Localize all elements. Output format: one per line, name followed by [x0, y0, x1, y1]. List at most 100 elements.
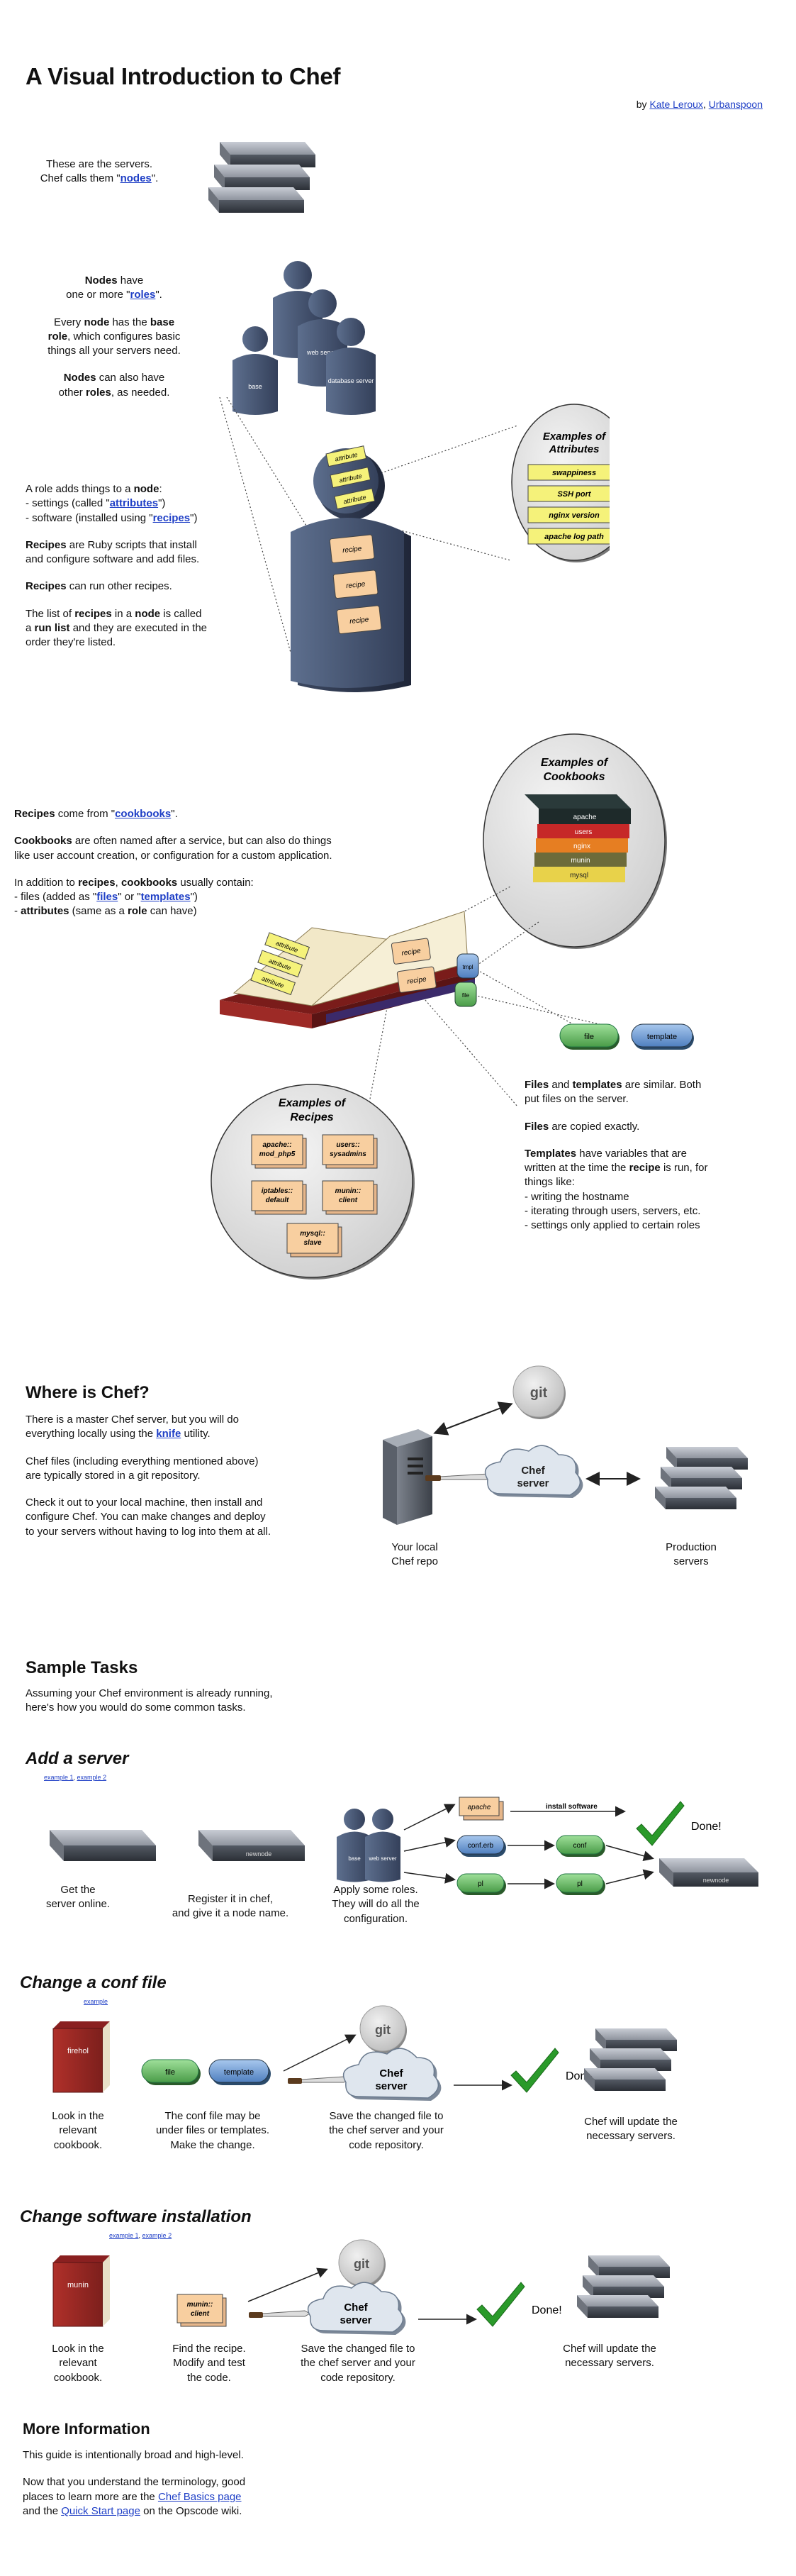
person-figure-icon: base [232, 326, 278, 415]
sample-text: Assuming your Chef environment is alread… [26, 1687, 273, 1714]
quick-start-link[interactable]: Quick Start page [61, 2504, 140, 2517]
sample-title: Sample Tasks [26, 1658, 138, 1677]
svg-text:server: server [517, 1477, 549, 1489]
svg-text:base: base [248, 383, 262, 390]
server-unit [50, 1830, 156, 1861]
book: nginx [536, 838, 628, 853]
roles-text: Nodes have one or more "roles". Every no… [47, 274, 181, 399]
role-figure: attribute attribute attribute recipe rec… [219, 397, 610, 692]
more-title: More Information [23, 2420, 150, 2438]
file-pill: pl [456, 1873, 506, 1895]
server-unit [590, 2048, 671, 2071]
svg-text:Examples of: Examples of [541, 757, 609, 769]
recipe-card: munin::client [322, 1180, 378, 1215]
conf-example-link[interactable]: example [84, 1998, 108, 2005]
cookbooks-text: Recipes come from "cookbooks". Cookbooks… [14, 808, 332, 918]
svg-text:server: server [340, 2314, 371, 2326]
add-server-title: Add a server [26, 1749, 129, 1768]
svg-text:newnode: newnode [246, 1850, 272, 1858]
svg-text:recipe: recipe [346, 580, 366, 590]
recipe-card: iptables::default [251, 1180, 307, 1215]
attribute-tag: SSH port [527, 485, 610, 502]
conf-diagram: firehol file template git Chef server Do… [52, 2005, 677, 2101]
svg-text:git: git [530, 1385, 548, 1401]
svg-text:pl: pl [478, 1880, 483, 1888]
svg-text:file: file [584, 1033, 594, 1041]
conf-examples: example [84, 1997, 108, 2006]
attribute-tag: attribute [257, 950, 303, 978]
author-link[interactable]: Kate Leroux [649, 99, 703, 110]
example-1-link[interactable]: example 1 [44, 1774, 74, 1781]
attribute-tag: attribute [264, 932, 310, 960]
attribute-tag: attribute [325, 445, 367, 467]
svg-text:Chef: Chef [521, 1465, 545, 1477]
install-example-1-link[interactable]: example 1 [109, 2232, 139, 2239]
recipe-card-label: iptables:: [262, 1187, 293, 1195]
recipe-card: recipe [332, 570, 379, 599]
server-unit [220, 142, 315, 167]
install-examples: example 1, example 2 [109, 2232, 172, 2239]
file-tab: file [454, 982, 477, 1007]
files-link[interactable]: files [96, 891, 118, 903]
tower-server-icon [383, 1429, 432, 1525]
recipes-link[interactable]: recipes [152, 511, 191, 524]
server-stack-icon [655, 1447, 748, 1509]
git-icon: git [338, 2239, 386, 2287]
template-pill: conf.erb [456, 1835, 506, 1857]
example-2-link[interactable]: example 2 [77, 1774, 107, 1781]
templates-link[interactable]: templates [140, 891, 191, 903]
svg-text:swappiness: swappiness [552, 469, 596, 477]
svg-text:file: file [462, 992, 470, 999]
svg-text:install software: install software [546, 1803, 598, 1811]
recipe-card-label: sysadmins [330, 1150, 366, 1158]
git-icon: git [359, 2005, 407, 2053]
svg-text:recipe: recipe [342, 545, 363, 555]
git-icon: git [512, 1365, 566, 1419]
svg-text:Chef: Chef [379, 2067, 403, 2080]
svg-text:server: server [375, 2080, 407, 2092]
knife-link[interactable]: knife [156, 1428, 181, 1440]
attributes-link[interactable]: attributes [109, 497, 159, 510]
where-text: There is a master Chef server, but you w… [26, 1414, 271, 1538]
server-unit [583, 2275, 664, 2298]
checkmark-icon [476, 2282, 525, 2327]
file-pill: pl [556, 1873, 605, 1895]
company-link[interactable]: Urbanspoon [708, 99, 763, 110]
roles-link[interactable]: roles [130, 289, 156, 301]
install-example-2-link[interactable]: example 2 [142, 2232, 172, 2239]
svg-text:database server: database server [328, 377, 374, 384]
where-title: Where is Chef? [26, 1383, 150, 1402]
knife-icon [288, 2076, 350, 2084]
svg-text:git: git [375, 2023, 391, 2037]
svg-text:recipe: recipe [401, 947, 422, 957]
recipe-cards: recipe recipe recipe [329, 534, 382, 635]
svg-text:apache: apache [468, 1804, 491, 1811]
recipe-card-label: mod_php5 [259, 1150, 296, 1158]
server-unit [655, 1487, 736, 1509]
add-server-examples: example 1, example 2 [44, 1774, 107, 1781]
svg-text:users: users [575, 828, 592, 836]
recipe-card: recipe [391, 938, 431, 965]
svg-text:tmpl: tmpl [462, 964, 473, 970]
book: mysql [533, 867, 625, 882]
chef-basics-link[interactable]: Chef Basics page [157, 2490, 242, 2503]
recipe-card: apache::mod_php5 [251, 1134, 307, 1169]
template-pill [572, 1027, 633, 1050]
svg-text:firehol: firehol [67, 2047, 89, 2055]
nodes-link[interactable]: nodes [120, 172, 152, 185]
svg-text:conf.erb: conf.erb [468, 1842, 494, 1850]
person-figure-icon: base [337, 1809, 372, 1882]
cookbooks-link[interactable]: cookbooks [115, 808, 172, 820]
book-stack-icon: apache users nginx munin mysql [525, 794, 631, 882]
server-unit: newnode [198, 1830, 305, 1861]
svg-text:Done!: Done! [691, 1821, 722, 1833]
svg-text:apache: apache [573, 814, 597, 821]
recipe-card: munin:: client [176, 2294, 227, 2327]
install-title: Change software installation [20, 2207, 252, 2226]
recipe-card-label: mysql:: [300, 1230, 325, 1238]
